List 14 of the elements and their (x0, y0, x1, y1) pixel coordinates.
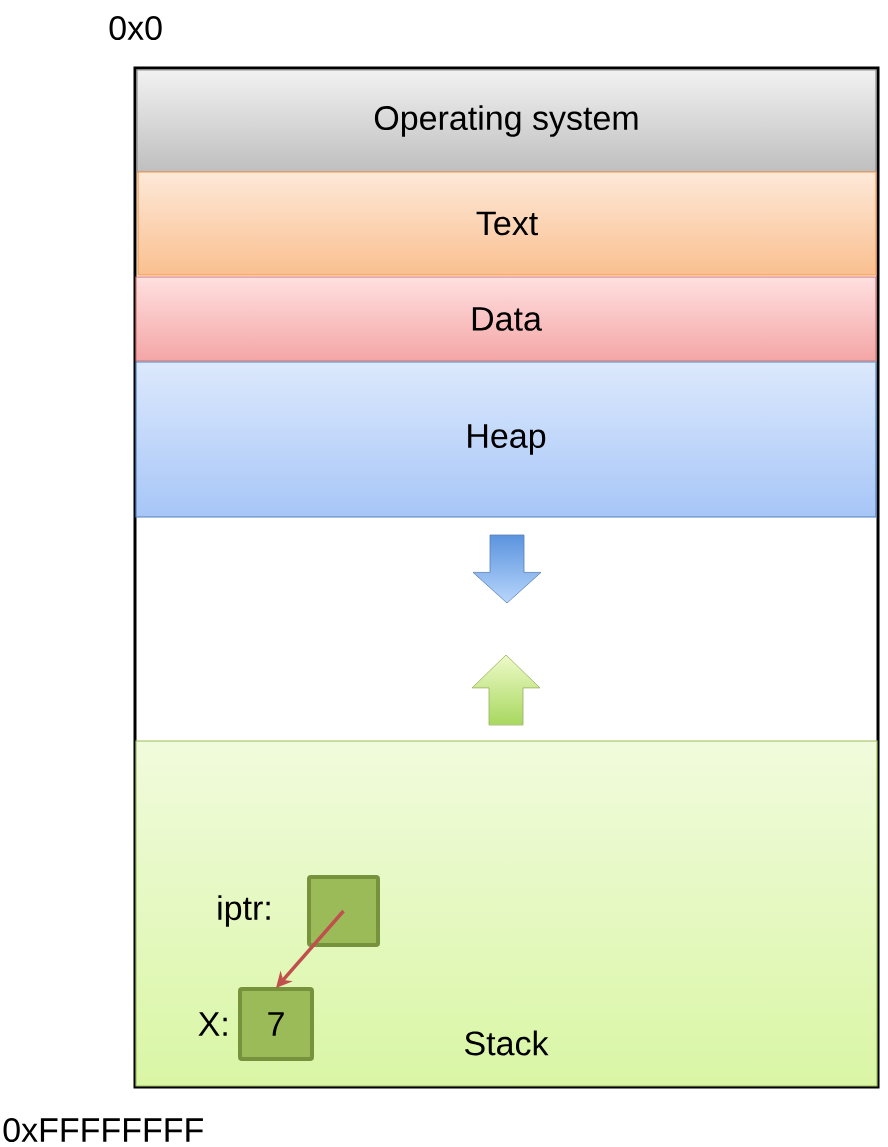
memory-region: Data (135, 276, 877, 362)
value-box (307, 875, 380, 947)
address-label: 0x0 (109, 15, 162, 41)
growth-arrow (471, 654, 541, 726)
growth-arrow (472, 534, 542, 604)
memory-region: Operating system (136, 69, 877, 173)
field-label: X: (198, 1012, 227, 1036)
arrow (276, 909, 345, 988)
memory-frame (133, 66, 880, 1089)
field-label: iptr: (218, 895, 270, 927)
address-label: 0xFFFFFFFF (3, 1117, 203, 1143)
memory-region: Heap (135, 361, 877, 518)
value-box: 7 (238, 987, 314, 1061)
memory-region: Text (137, 171, 877, 276)
